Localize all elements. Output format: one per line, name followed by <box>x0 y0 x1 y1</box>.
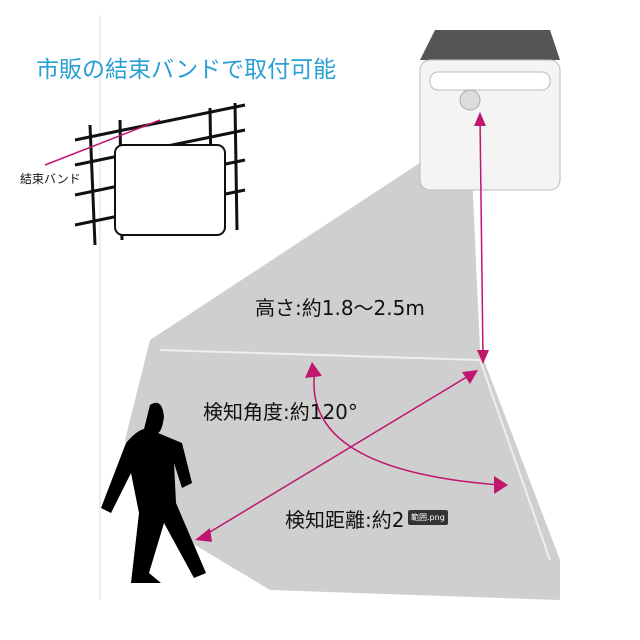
band-label: 結束バンド <box>20 172 81 186</box>
angle-label: 検知角度:約120° <box>203 400 358 424</box>
filename-tooltip: 範囲.png <box>408 510 448 525</box>
detection-zone <box>125 130 560 600</box>
measure-arrows <box>204 117 501 536</box>
distance-label: 検知距離:約2 <box>285 508 405 532</box>
height-label: 高さ:約1.8〜2.5m <box>255 296 425 320</box>
arrow-heads <box>195 112 508 542</box>
fence-illustration <box>44 102 246 246</box>
title: 市販の結束バンドで取付可能 <box>36 57 337 83</box>
sensor-light <box>419 30 561 191</box>
person-silhouette <box>101 402 206 583</box>
